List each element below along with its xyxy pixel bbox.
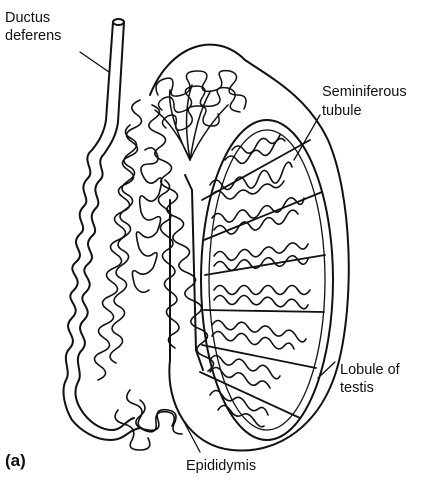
leader-lobule-of-testis	[318, 362, 335, 378]
label-seminiferous-tubule: Seminiferous tubule	[322, 84, 411, 119]
label-ductus-deferens: Ductus deferens	[5, 10, 61, 44]
leader-ductus-deferens	[80, 52, 109, 72]
tunica-outline	[150, 45, 349, 451]
epididymis-tail	[115, 390, 182, 450]
panel-letter: (a)	[5, 451, 26, 470]
ductus-deferens-tube	[64, 19, 140, 440]
testis-outline	[201, 120, 333, 440]
label-lobule-of-testis: Lobule of testis	[340, 362, 404, 396]
label-epididymis: Epididymis	[186, 458, 256, 474]
